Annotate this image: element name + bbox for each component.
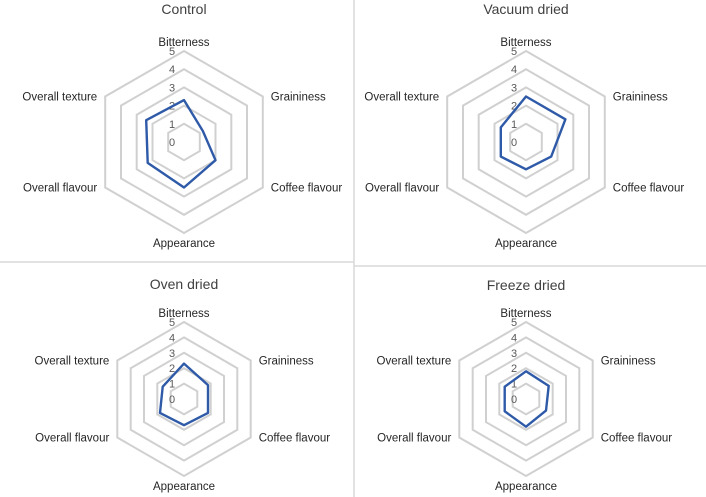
chart-title: Oven dried xyxy=(150,276,218,292)
grid-ring-2 xyxy=(156,367,212,431)
tick-label: 0 xyxy=(169,137,175,149)
tick-label: 2 xyxy=(511,363,517,375)
axis-label-appearance: Appearance xyxy=(495,481,557,493)
axis-label-graininess: Graininess xyxy=(601,356,656,368)
axis-label-coffee-flavour: Coffee flavour xyxy=(601,433,673,445)
series-line xyxy=(503,370,550,428)
grid-ring-3 xyxy=(485,351,567,447)
axis-label-bitterness: Bitterness xyxy=(500,308,551,320)
axis-label-overall-texture: Overall texture xyxy=(22,92,97,104)
axis-label-overall-flavour: Overall flavour xyxy=(23,183,97,195)
tick-label: 2 xyxy=(511,101,517,113)
axis-label-overall-flavour: Overall flavour xyxy=(35,433,109,445)
grid-ring-2 xyxy=(498,367,554,431)
axis-label-overall-texture: Overall texture xyxy=(364,92,439,104)
grid-ring-1 xyxy=(167,122,201,162)
axis-label-coffee-flavour: Coffee flavour xyxy=(259,433,331,445)
axis-label-appearance: Appearance xyxy=(153,481,215,493)
radar-panel-control: Control012345BitternessGraininessCoffee … xyxy=(22,1,342,250)
chart-title: Freeze dried xyxy=(487,277,566,293)
axis-label-overall-texture: Overall texture xyxy=(35,356,110,368)
axis-label-graininess: Graininess xyxy=(259,356,314,368)
grid-ring-2 xyxy=(493,104,559,180)
tick-label: 1 xyxy=(511,119,517,131)
tick-label: 0 xyxy=(169,394,175,406)
axis-label-coffee-flavour: Coffee flavour xyxy=(613,183,685,195)
grid-ring-5 xyxy=(446,49,606,235)
tick-label: 5 xyxy=(169,46,175,58)
axis-label-graininess: Graininess xyxy=(271,92,326,104)
tick-label: 3 xyxy=(511,348,517,360)
tick-label: 5 xyxy=(511,46,517,58)
grid-ring-2 xyxy=(151,104,217,180)
axis-label-overall-flavour: Overall flavour xyxy=(365,183,439,195)
tick-label: 5 xyxy=(511,317,517,329)
tick-label: 0 xyxy=(511,137,517,149)
tick-label: 3 xyxy=(511,82,517,94)
series-line xyxy=(158,362,210,427)
axis-label-appearance: Appearance xyxy=(495,238,557,250)
grid-ring-3 xyxy=(143,351,225,447)
axis-label-bitterness: Bitterness xyxy=(500,37,551,49)
tick-label: 0 xyxy=(511,394,517,406)
grid-ring-5 xyxy=(458,320,594,478)
grid-ring-5 xyxy=(116,320,252,478)
tick-label: 4 xyxy=(511,332,517,344)
chart-title: Control xyxy=(161,1,206,17)
tick-label: 3 xyxy=(169,82,175,94)
grid-ring-3 xyxy=(477,86,575,198)
tick-label: 1 xyxy=(511,379,517,391)
series-line xyxy=(144,98,217,189)
axis-label-bitterness: Bitterness xyxy=(158,37,209,49)
radar-panel-oven-dried: Oven dried 0 1 2 3 4 5BitternessGraininessCoff… xyxy=(35,276,331,493)
tick-label: 4 xyxy=(511,64,517,76)
grid-ring-4 xyxy=(120,68,248,216)
grid-ring-1 xyxy=(509,122,543,162)
tick-label: 5 xyxy=(169,317,175,329)
grid-ring-1 xyxy=(169,382,199,416)
tick-label: 4 xyxy=(169,64,175,76)
grid-ring-5 xyxy=(104,49,264,235)
axis-label-bitterness: Bitterness xyxy=(158,308,209,320)
grid-ring-3 xyxy=(135,86,233,198)
grid-ring-4 xyxy=(471,336,581,462)
tick-label: 3 xyxy=(169,348,175,360)
axis-label-overall-flavour: Overall flavour xyxy=(377,433,451,445)
radar-panel-vacuum-dried: Vacuum dried 0 1 2 3 4 5BitternessGraininessCo… xyxy=(364,1,684,250)
axis-label-overall-texture: Overall texture xyxy=(377,356,452,368)
tick-label: 4 xyxy=(169,332,175,344)
chart-title: Vacuum dried xyxy=(483,1,568,17)
series-line xyxy=(499,95,567,171)
grid-ring-1 xyxy=(511,382,541,416)
tick-label: 1 xyxy=(169,379,175,391)
axis-label-graininess: Graininess xyxy=(613,92,668,104)
tick-label: 1 xyxy=(169,119,175,131)
tick-label: 2 xyxy=(169,363,175,375)
grid-ring-4 xyxy=(129,336,239,462)
grid-ring-4 xyxy=(462,68,590,216)
axis-label-appearance: Appearance xyxy=(153,238,215,250)
radar-panel-freeze-dried: Freeze dried 0 1 2 3 4 5BitternessGraininessCo… xyxy=(377,277,673,493)
axis-label-coffee-flavour: Coffee flavour xyxy=(271,183,343,195)
